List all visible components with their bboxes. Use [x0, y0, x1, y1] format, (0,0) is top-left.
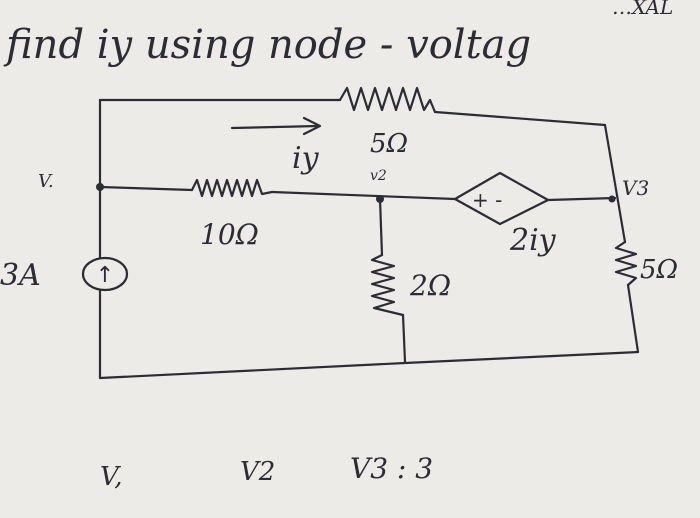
- label-dep-source: 2iy: [509, 223, 557, 258]
- middle-wire-left: [98, 185, 194, 192]
- node-v2-dot: [376, 195, 384, 203]
- dependent-voltage-source: + -: [453, 171, 550, 226]
- problem-heading: find iy using node - voltag: [3, 22, 531, 68]
- right-wire-upper: [603, 123, 627, 244]
- resistor-10ohm: [190, 178, 274, 198]
- node-v1-dot: [96, 183, 104, 191]
- right-wire-lower: [626, 283, 640, 354]
- label-iy: iy: [292, 141, 320, 176]
- node-v3-dot: [608, 195, 616, 203]
- footer-v3: V3 : 3: [350, 452, 433, 485]
- current-source: ↑: [81, 256, 129, 292]
- top-wire-right: [433, 110, 607, 127]
- dep-source-polarity: + -: [472, 188, 502, 212]
- bottom-wire: [98, 350, 640, 380]
- label-node-v3: V3: [622, 176, 649, 200]
- footer-v2: V2: [240, 457, 275, 487]
- resistor-right-5ohm: [614, 240, 638, 287]
- mid-branch-upper: [378, 197, 384, 257]
- corner-scribble: …XAL: [612, 0, 673, 19]
- mid-branch-lower: [401, 313, 407, 364]
- wires: [98, 98, 640, 380]
- iy-current-arrow: [230, 116, 322, 136]
- label-r-right: 5Ω: [640, 255, 678, 285]
- resistor-2ohm: [370, 253, 405, 317]
- label-node-v1: V.: [38, 171, 54, 192]
- label-r-mid: 2Ω: [409, 269, 451, 302]
- label-node-v2: v2: [370, 168, 387, 184]
- middle-wire-mid: [270, 190, 457, 201]
- resistor-top-5ohm: [338, 86, 437, 114]
- middle-wire-right: [546, 196, 617, 202]
- label-current-source: 3A: [0, 258, 41, 293]
- label-r-top: 5Ω: [370, 129, 408, 159]
- label-r-left: 10Ω: [200, 218, 259, 251]
- footer-v1: V,: [100, 462, 123, 492]
- current-source-arrow: ↑: [96, 263, 114, 288]
